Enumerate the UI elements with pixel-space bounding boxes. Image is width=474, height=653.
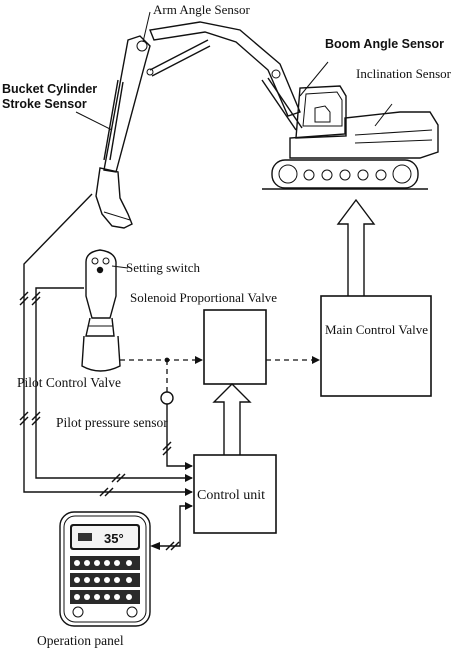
boom-cylinder [261, 79, 297, 131]
operation-panel-icon: 35° [59, 511, 151, 627]
signal-arrow-to-solenoid [212, 383, 252, 455]
excavator-icon [95, 21, 439, 229]
pilot-pressure-sensor-icon [160, 391, 174, 405]
boom-sensor-leader [299, 61, 329, 97]
cab [295, 85, 347, 139]
pilot-pressure-sensor-label: Pilot pressure sensor [56, 415, 168, 430]
bucket-cylinder-label-line1: Bucket Cylinder [2, 82, 97, 96]
upper-structure [289, 111, 439, 159]
pilot-junction [164, 357, 170, 363]
track-wheels [278, 164, 412, 184]
operation-panel-label: Operation panel [37, 633, 124, 648]
inclination-sensor-label: Inclination Sensor [356, 66, 452, 81]
solenoid-valve-box [203, 309, 267, 385]
boom-angle-sensor-label: Boom Angle Sensor [325, 37, 444, 51]
joystick-icon [81, 249, 121, 372]
bucket-cylinder-label-line2: Stroke Sensor [2, 97, 87, 111]
bucket-cylinder [103, 79, 119, 161]
arm-sensor-leader [142, 11, 151, 43]
panel-display-value: 35° [104, 531, 124, 546]
solenoid-valve-label: Solenoid Proportional Valve [130, 290, 277, 305]
pilot-control-valve-label: Pilot Control Valve [17, 375, 121, 390]
arm-angle-sensor-label: Arm Angle Sensor [153, 2, 250, 17]
setting-switch-label: Setting switch [126, 260, 201, 275]
track [271, 159, 419, 189]
control-unit-box [193, 454, 277, 534]
setting-switch-leader [111, 265, 129, 269]
main-control-valve-label: Main Control Valve [325, 322, 428, 337]
control-unit-label: Control unit [197, 488, 265, 503]
main-control-valve-box [320, 295, 432, 397]
signal-wiring [19, 193, 193, 551]
bucket-sensor-leader [75, 111, 113, 131]
boom [149, 21, 301, 117]
inclination-sensor-leader [374, 103, 393, 127]
arm-cylinder [149, 39, 209, 71]
bucket [95, 167, 133, 229]
hydraulic-arrow-to-excavator [336, 198, 376, 296]
panel-buttons [70, 556, 140, 618]
